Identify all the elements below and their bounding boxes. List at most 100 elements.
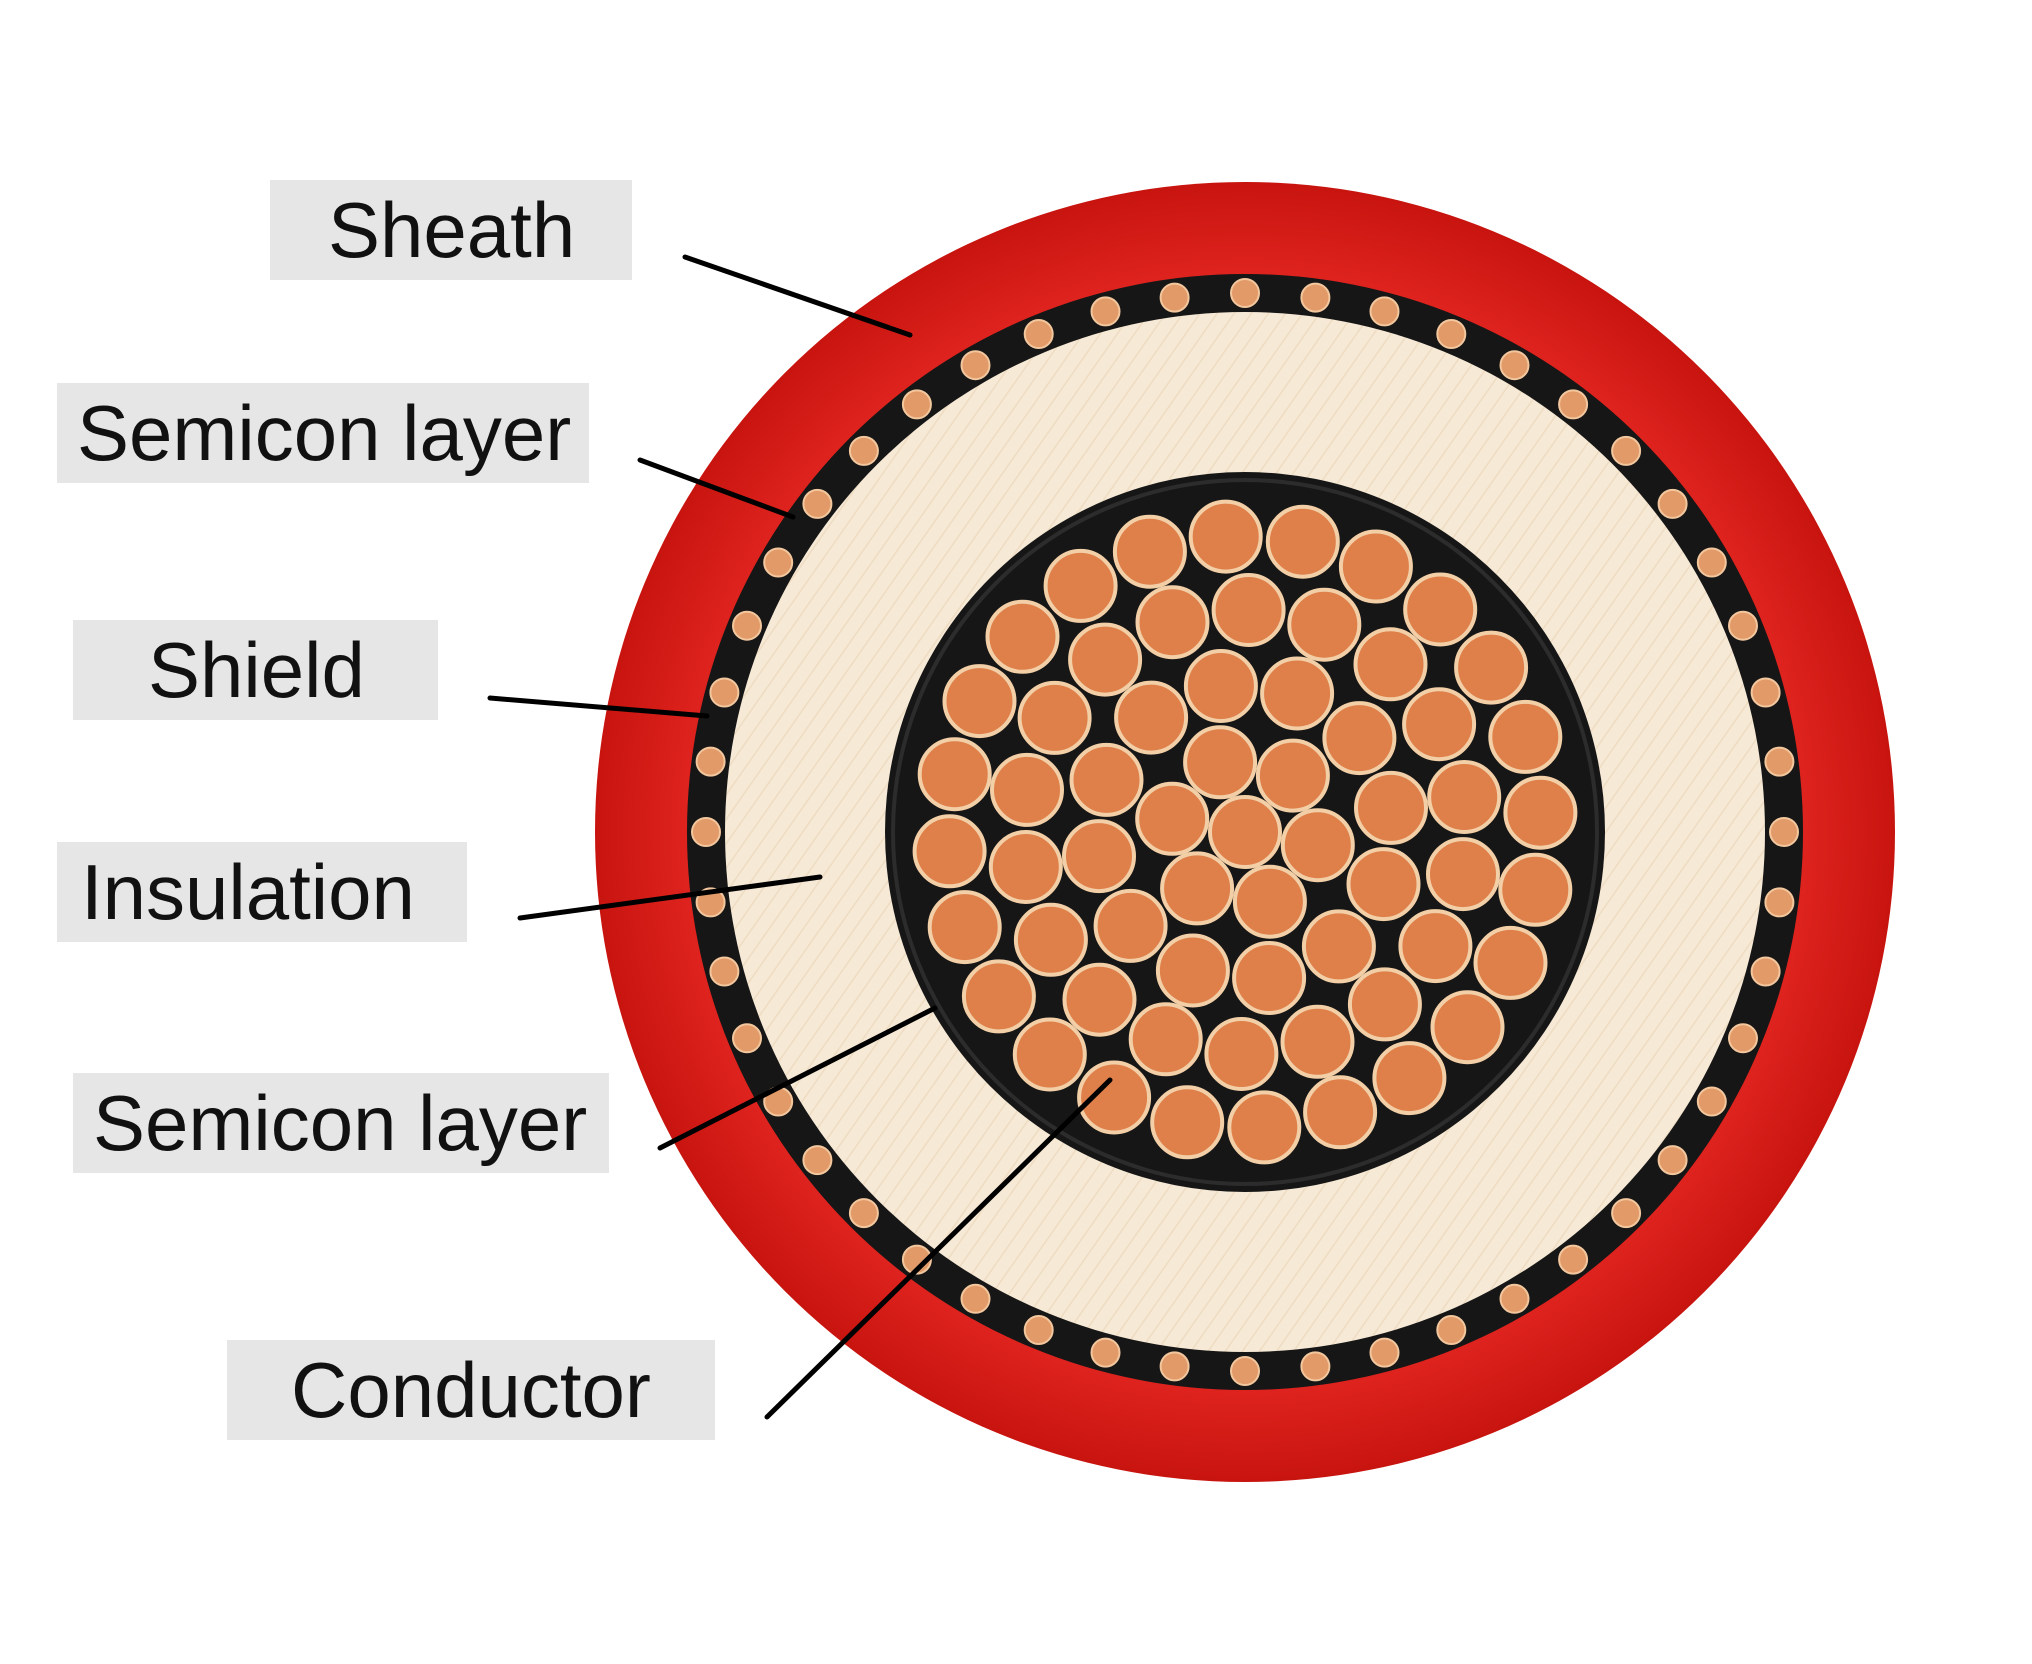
shield-wire	[1657, 1145, 1688, 1176]
shield-wire	[1230, 1356, 1260, 1386]
conductor-strand	[1155, 933, 1230, 1008]
conductor-strand	[1280, 808, 1355, 883]
shield-wire	[1611, 435, 1642, 466]
conductor-strand	[1160, 851, 1235, 926]
shield-wire	[1696, 1086, 1727, 1117]
shield-wire	[1159, 282, 1190, 313]
conductor-strand	[1427, 760, 1502, 834]
shield-wire	[1159, 1351, 1190, 1382]
shield-wire	[1769, 817, 1799, 847]
conductor-strand	[1354, 770, 1428, 845]
conductor-strand	[1013, 902, 1088, 977]
shield-wire	[763, 547, 794, 578]
shield-wire	[960, 1283, 991, 1314]
conductor-strand	[1232, 864, 1307, 939]
conductor-strand	[1303, 1075, 1378, 1150]
conductor-strand	[1204, 1017, 1279, 1091]
conductor-strand	[1208, 795, 1282, 869]
shield-wire	[1300, 282, 1331, 313]
shield-wire	[1023, 1315, 1054, 1345]
shield-wire	[802, 488, 833, 519]
conductor-strand	[1062, 962, 1137, 1037]
shield-wire	[1230, 278, 1260, 308]
conductor-strand	[1301, 909, 1376, 984]
conductor-strand	[1398, 909, 1473, 984]
shield-wire	[1023, 319, 1054, 349]
conductor-strand	[1227, 1090, 1302, 1165]
conductor-strand	[985, 599, 1060, 674]
leader-line-semicon-outer	[637, 457, 796, 520]
conductor-strand	[1077, 1060, 1152, 1135]
leader-line-insulation	[517, 874, 823, 921]
shield-wire	[848, 1198, 879, 1229]
shield-wire	[691, 817, 721, 847]
shield-wire	[1558, 1244, 1589, 1275]
shield-wire	[1369, 1337, 1400, 1368]
shield-wire	[1728, 610, 1758, 641]
conductor-strand	[1498, 852, 1573, 927]
shield-wire	[1369, 296, 1400, 327]
shield-wire	[1090, 296, 1121, 327]
conductor-strand	[1488, 699, 1563, 774]
leader-line-sheath	[682, 254, 913, 338]
conductor-strand	[1353, 627, 1428, 702]
conductor-strand	[1183, 649, 1258, 723]
label-semicon-layer-outer: Semicon layer	[57, 383, 589, 483]
conductor-strand	[1322, 701, 1397, 776]
conductor-strand	[961, 959, 1036, 1034]
conductor-strand	[1372, 1041, 1447, 1116]
conductor-strand	[1114, 680, 1189, 755]
shield-wire	[695, 746, 726, 777]
shield-wire	[802, 1145, 833, 1176]
conductor-strand	[1183, 725, 1258, 800]
conductor-strand	[1280, 1004, 1355, 1079]
label-insulation: Insulation	[57, 842, 467, 942]
conductor-strand	[1093, 888, 1168, 963]
conductor-strand	[1150, 1085, 1225, 1160]
shield-wire	[1764, 887, 1795, 918]
conductor-strand	[1128, 1002, 1203, 1077]
shield-wire	[901, 389, 932, 420]
conductor-strand	[1346, 847, 1421, 922]
conductor-strand	[1430, 990, 1505, 1065]
conductor-strand	[1403, 572, 1478, 647]
shield-wire	[1750, 677, 1781, 708]
conductor-strand	[1255, 738, 1330, 813]
conductor-strand	[1265, 504, 1340, 579]
shield-wire	[1499, 350, 1530, 381]
conductor-strand	[1260, 656, 1335, 731]
conductor-strand	[942, 664, 1017, 739]
conductor-strand	[1112, 514, 1187, 589]
conductor-strand	[990, 752, 1064, 827]
leader-line-conductor	[764, 1077, 1113, 1420]
conductor-strand	[1232, 941, 1307, 1015]
shield-wire	[1657, 488, 1688, 519]
shield-wire	[848, 435, 879, 466]
conductor-strand	[1426, 837, 1500, 912]
shield-wire	[732, 610, 762, 641]
conductor-strand	[1473, 925, 1548, 1000]
conductor-strand	[1211, 573, 1286, 647]
conductor-strand	[1188, 499, 1263, 574]
label-sheath: Sheath	[270, 180, 632, 280]
conductor-strand	[1454, 630, 1529, 705]
shield-wire	[1764, 746, 1795, 777]
conductor-strand	[917, 737, 992, 812]
shield-wire	[1436, 1315, 1467, 1345]
conductor-strand	[1043, 548, 1118, 623]
leader-line-semicon-inner	[657, 1005, 938, 1151]
conductor-strands	[912, 499, 1578, 1165]
shield-wire	[1090, 1337, 1121, 1368]
shield-wire	[1499, 1283, 1530, 1314]
conductor-strand	[988, 830, 1063, 904]
shield-wire	[709, 956, 740, 987]
conductor-strand	[1069, 742, 1144, 817]
label-semicon-layer-inner: Semicon layer	[73, 1073, 609, 1173]
shield-wire	[960, 350, 991, 381]
conductor-strand	[1062, 819, 1136, 894]
shield-wire	[901, 1244, 932, 1275]
shield-wire	[732, 1023, 762, 1054]
shield-wire	[1300, 1351, 1331, 1382]
